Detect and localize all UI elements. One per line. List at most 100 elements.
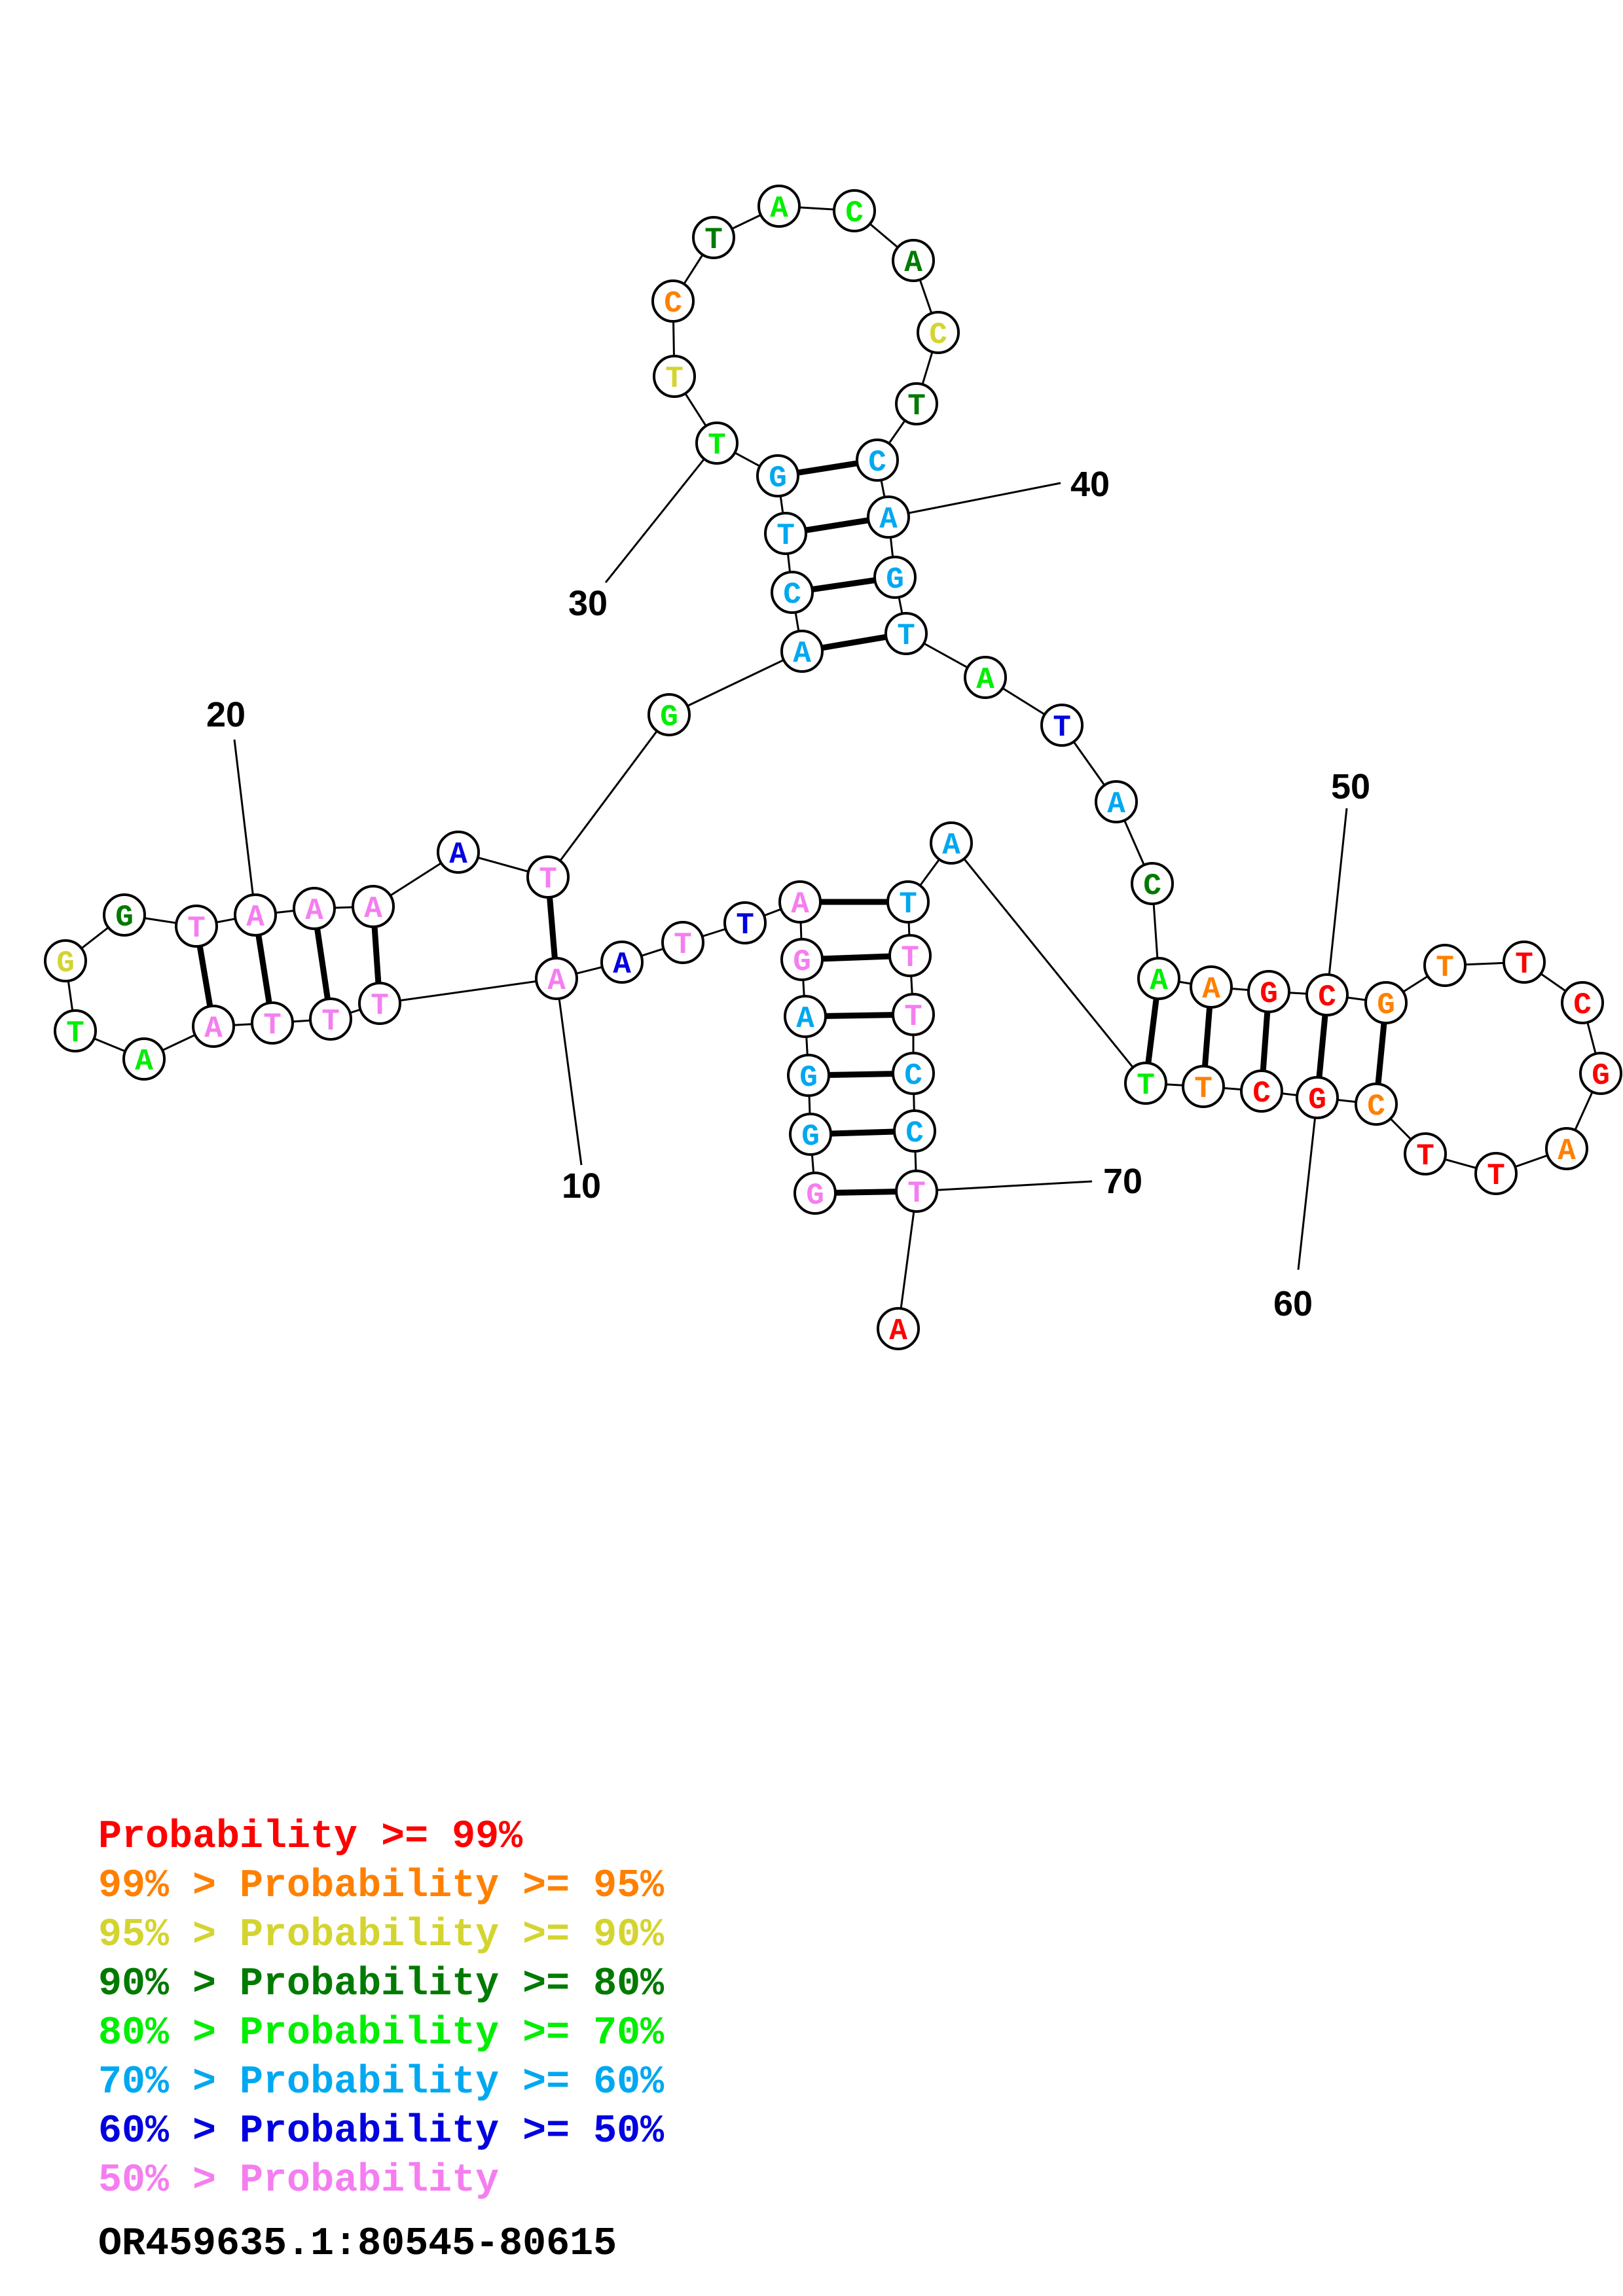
nucleotide: T [1124, 1062, 1167, 1105]
nucleotide-circle [789, 1113, 832, 1156]
position-label: 10 [562, 1166, 601, 1206]
base-pair-bond [1316, 1014, 1328, 1078]
nucleotide-letter: T [66, 1016, 84, 1050]
nucleotide-circle [122, 1037, 166, 1081]
nucleotide-circle [535, 957, 578, 1000]
nucleotide-circle [1545, 1127, 1588, 1170]
nucleotide-circle [1503, 941, 1546, 984]
nucleotide-circle [756, 454, 799, 497]
nucleotide-circle [600, 941, 644, 984]
nucleotide: A [1137, 957, 1180, 1000]
nucleotide: T [895, 382, 938, 425]
nucleotide: T [661, 921, 704, 964]
nucleotide-letter: T [187, 912, 206, 946]
nucleotide-circle [787, 1054, 830, 1097]
nucleotide-circle [895, 1170, 938, 1213]
base-pair-bond [828, 1071, 894, 1078]
nucleotide-circle [661, 921, 704, 964]
nucleotide-letter: C [1367, 1090, 1385, 1124]
nucleotide-letter: G [660, 700, 678, 734]
position-label: 20 [206, 695, 246, 734]
nucleotide-circle [1240, 1069, 1283, 1113]
nucleotide-letter: T [674, 928, 692, 962]
nucleotide: A [867, 495, 910, 539]
nucleotide: A [784, 995, 827, 1038]
legend-row: 80% > Probability >= 70% [98, 2011, 665, 2056]
nucleotide-letter: G [56, 946, 75, 980]
legend-row: 50% > Probability [98, 2159, 500, 2203]
nucleotide-letter: T [1436, 951, 1454, 985]
nucleotide-circle [653, 355, 696, 398]
nucleotide-circle [692, 216, 735, 259]
nucleotide: T [1040, 704, 1084, 747]
nucleotide-letter: T [263, 1009, 282, 1043]
position-leader-line [1297, 1097, 1319, 1270]
nucleotide: T [764, 512, 807, 555]
nucleotide: T [1423, 944, 1467, 987]
nucleotide: C [1355, 1083, 1398, 1126]
nucleotide: T [653, 355, 696, 398]
nucleotide-letter: G [799, 1061, 818, 1095]
backbone-link [547, 714, 670, 878]
nucleotide: G [44, 939, 87, 982]
nucleotide: G [756, 454, 799, 497]
nucleotide: T [692, 216, 735, 259]
nucleotide-circle [895, 382, 938, 425]
sequence-id: OR459635.1:80545-80615 [98, 2222, 617, 2267]
nucleotide: T [888, 934, 932, 977]
base-pair-bond [835, 1189, 897, 1196]
nucleotide: A [892, 239, 935, 282]
nucleotide-letter: A [135, 1045, 153, 1079]
nucleotide-circle [175, 905, 218, 948]
nucleotide-letter: G [1592, 1059, 1610, 1093]
nucleotide-letter: T [1416, 1139, 1434, 1174]
nucleotide: T [251, 1001, 294, 1045]
nucleotide-circle [723, 901, 767, 944]
nucleotide-circle [778, 880, 822, 924]
nucleotide-letter: C [1318, 980, 1336, 1014]
nucleotide-circle [892, 239, 935, 282]
nucleotide: A [877, 1307, 920, 1350]
base-pair-bond [830, 1128, 895, 1137]
base-pair-bond [1201, 1007, 1213, 1067]
nucleotide-letter: T [665, 362, 684, 396]
nucleotide-circle [1190, 965, 1233, 1009]
nucleotide-letter: T [321, 1005, 340, 1039]
nucleotide-circle [1095, 780, 1138, 823]
nucleotide: C [892, 1052, 935, 1095]
nucleotide-circle [1124, 1062, 1167, 1105]
backbone-link [897, 1191, 918, 1329]
nucleotide: T [892, 993, 935, 1036]
nucleotide-letter: T [907, 389, 926, 423]
nucleotide: G [1364, 981, 1408, 1024]
nucleotide-letter: C [905, 1117, 924, 1151]
nucleotide: G [793, 1172, 837, 1215]
position-leader-line [1326, 808, 1348, 996]
nucleotide-letter: G [115, 901, 134, 935]
nucleotide-circle [103, 893, 146, 937]
nucleotide-letter: C [664, 287, 682, 321]
nucleotide-circle [293, 887, 336, 930]
nucleotide-circle [1182, 1065, 1225, 1108]
nucleotide: T [526, 855, 570, 899]
nucleotide-circle [1423, 944, 1467, 987]
nucleotide-letter: C [904, 1059, 922, 1093]
nucleotide: C [651, 279, 695, 323]
nucleotide: A [293, 887, 336, 930]
nucleotide: G [789, 1113, 832, 1156]
nucleotide-letter: C [868, 446, 886, 480]
nucleotide-circle [1355, 1083, 1398, 1126]
nucleotide: A [352, 885, 395, 928]
position-label: 40 [1070, 465, 1110, 504]
nucleotide: T [884, 612, 928, 655]
nucleotide-letter: A [1150, 964, 1168, 998]
nucleotide-letter: A [613, 948, 631, 982]
nucleotide: C [1305, 973, 1349, 1016]
backbone-links [64, 205, 1602, 1329]
nucleotide-circle [886, 880, 930, 924]
nucleotide-letter: A [364, 892, 382, 926]
nucleotide-letter: A [976, 663, 994, 697]
nucleotide-circle [1404, 1132, 1447, 1175]
nucleotide-circle [764, 512, 807, 555]
